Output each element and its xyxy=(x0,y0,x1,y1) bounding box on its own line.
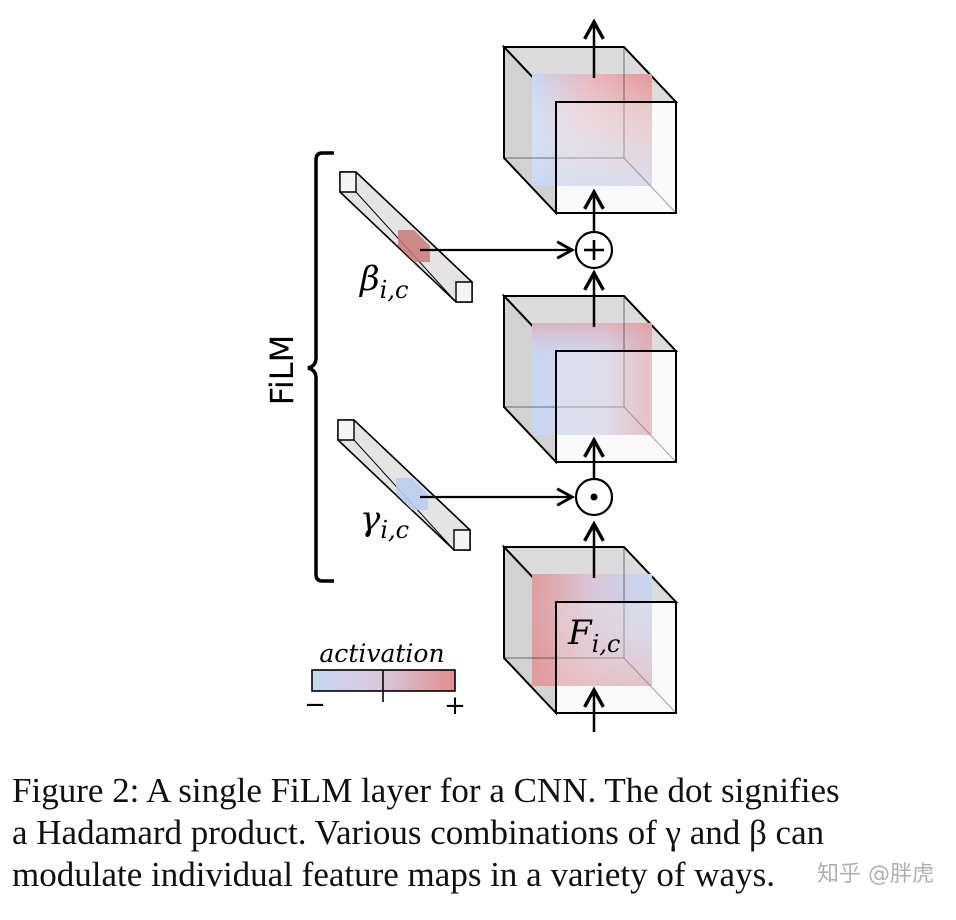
feature-map-label: Fi,c xyxy=(567,613,620,658)
beta-highlight xyxy=(398,230,430,262)
legend-plus: + xyxy=(444,691,466,721)
caption-line-3: modulate individual feature maps in a va… xyxy=(12,855,775,894)
legend-title: activation xyxy=(319,639,444,668)
film-label: FiLM xyxy=(263,335,301,405)
beta-label: βi,c xyxy=(358,259,408,304)
caption-line-2: a Hadamard product. Various combinations… xyxy=(12,813,825,852)
activation-legend: activation − + xyxy=(304,639,466,721)
legend-minus: − xyxy=(304,690,326,720)
caption-line-1: Figure 2: A single FiLM layer for a CNN.… xyxy=(12,771,840,810)
add-operator xyxy=(574,230,614,270)
watermark: 知乎 @胖虎 xyxy=(817,862,934,887)
figure-caption: Figure 2: A single FiLM layer for a CNN.… xyxy=(12,770,942,896)
gamma-highlight xyxy=(396,478,428,510)
hadamard-operator xyxy=(574,477,614,517)
film-diagram: Fi,c βi,c γi,c FiLM activat xyxy=(263,18,679,732)
gamma-label: γi,c xyxy=(360,499,409,544)
film-brace xyxy=(307,151,334,583)
gamma-vector xyxy=(337,419,471,551)
modulated-feature-cube xyxy=(501,293,679,465)
input-feature-cube xyxy=(501,544,679,716)
beta-vector xyxy=(339,171,473,303)
output-feature-cube xyxy=(501,44,679,216)
